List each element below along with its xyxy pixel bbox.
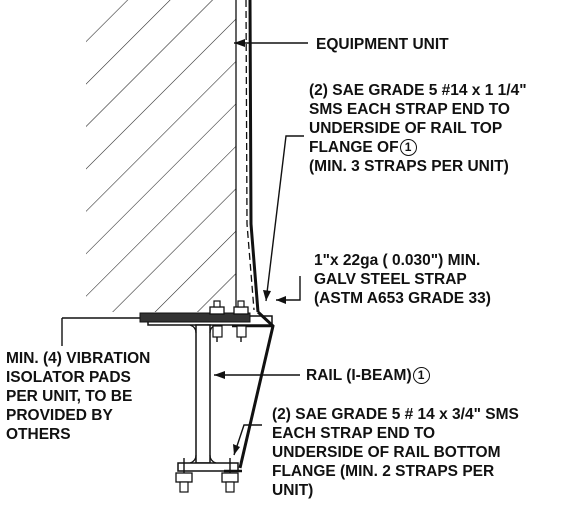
rail-web-fillets: [189, 324, 217, 464]
top-fasteners-line-5: (MIN. 3 STRAPS PER UNIT): [309, 158, 509, 175]
top-fasteners-line-1: (2) SAE GRADE 5 #14 x 1 1/4": [309, 82, 527, 99]
bottom-fastener-right: [221, 458, 239, 493]
callout-bottom-fasteners: (2) SAE GRADE 5 # 14 x 3/4" SMS EACH STR…: [272, 405, 519, 500]
rail-web: [195, 324, 211, 464]
isolator-line-3: PER UNIT, TO BE: [6, 388, 133, 405]
top-fastener-right: [233, 300, 249, 342]
bottom-fasteners-line-5: UNIT): [272, 482, 314, 499]
top-fasteners-line-2: SMS EACH STRAP END TO: [309, 101, 510, 118]
bottom-fasteners-line-4: FLANGE (MIN. 2 STRAPS PER: [272, 463, 495, 480]
bottom-fastener-left: [175, 458, 193, 493]
ref-number-badge: 1: [399, 139, 417, 156]
bottom-fasteners-line-3: UNDERSIDE OF RAIL BOTTOM: [272, 444, 501, 461]
rail-bottom-flange: [177, 462, 239, 472]
top-fastener-left: [209, 300, 225, 342]
unit-skin-dashed: [245, 0, 255, 311]
leader-top-fasteners: [265, 135, 304, 302]
leader-lines: [214, 42, 308, 456]
callout-rail: RAIL (I-BEAM)1: [306, 366, 430, 385]
bottom-fasteners-line-1: (2) SAE GRADE 5 # 14 x 3/4" SMS: [272, 406, 519, 423]
isolator-line-4: PROVIDED BY: [6, 407, 113, 424]
callout-strap: 1"x 22ga ( 0.030") MIN. GALV STEEL STRAP…: [314, 251, 491, 308]
leader-arrowheads: [214, 39, 286, 455]
rail-ref-badge: 1: [412, 367, 430, 384]
isolator-line-1: MIN. (4) VIBRATION: [6, 350, 151, 367]
callout-top-fasteners: (2) SAE GRADE 5 #14 x 1 1/4" SMS EACH ST…: [309, 81, 527, 176]
leader-strap: [276, 276, 301, 301]
isolator-line-5: OTHERS: [6, 426, 71, 443]
callout-equipment-unit: EQUIPMENT UNIT: [316, 35, 449, 54]
equipment-unit-label: EQUIPMENT UNIT: [316, 36, 449, 53]
strap-line-3: (ASTM A653 GRADE 33): [314, 290, 491, 307]
rail-line: RAIL (I-BEAM)1: [306, 366, 430, 385]
strap-line-2: GALV STEEL STRAP: [314, 271, 467, 288]
rail-label: RAIL (I-BEAM): [306, 367, 412, 384]
top-fasteners-line-3: UNDERSIDE OF RAIL TOP: [309, 120, 503, 137]
unit-skin-outer: [248, 0, 260, 313]
bottom-fasteners-line-2: EACH STRAP END TO: [272, 425, 436, 442]
equipment-unit-hatch: [86, 0, 236, 312]
callout-isolator-pads: MIN. (4) VIBRATION ISOLATOR PADS PER UNI…: [6, 349, 150, 444]
isolator-line-2: ISOLATOR PADS: [6, 369, 131, 386]
top-fasteners-line-4-text: FLANGE OF: [309, 139, 399, 156]
leader-bottom-fasteners: [233, 424, 262, 456]
strap-line-1: 1"x 22ga ( 0.030") MIN.: [314, 252, 481, 269]
